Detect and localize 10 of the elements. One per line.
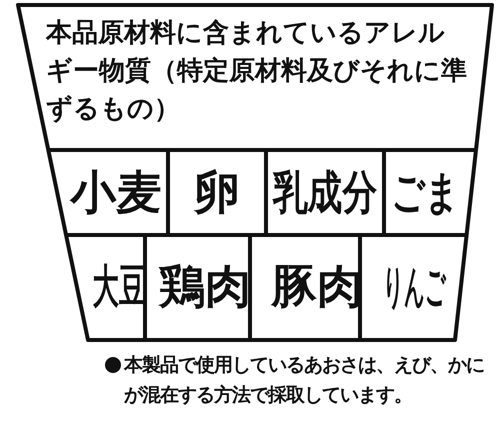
table-cell: 大豆 <box>92 261 145 311</box>
table-cell: 小麦 <box>70 167 161 217</box>
table-cell: りんご <box>383 261 446 311</box>
table-cell: 乳成分 <box>273 167 377 217</box>
table-cell: 卵 <box>194 167 240 217</box>
table-header: 本品原材料に含まれているアレルギー物質（特定原材料及びそれに準ずるもの） <box>46 17 468 126</box>
table-cell: 豚肉 <box>271 261 363 311</box>
table-cell: ごま <box>391 167 458 217</box>
footnote: 本製品で使用しているあおさは、えび、かにが混在する方法で採取しています。 <box>124 353 485 408</box>
table-cell: 鶏肉 <box>159 261 251 311</box>
